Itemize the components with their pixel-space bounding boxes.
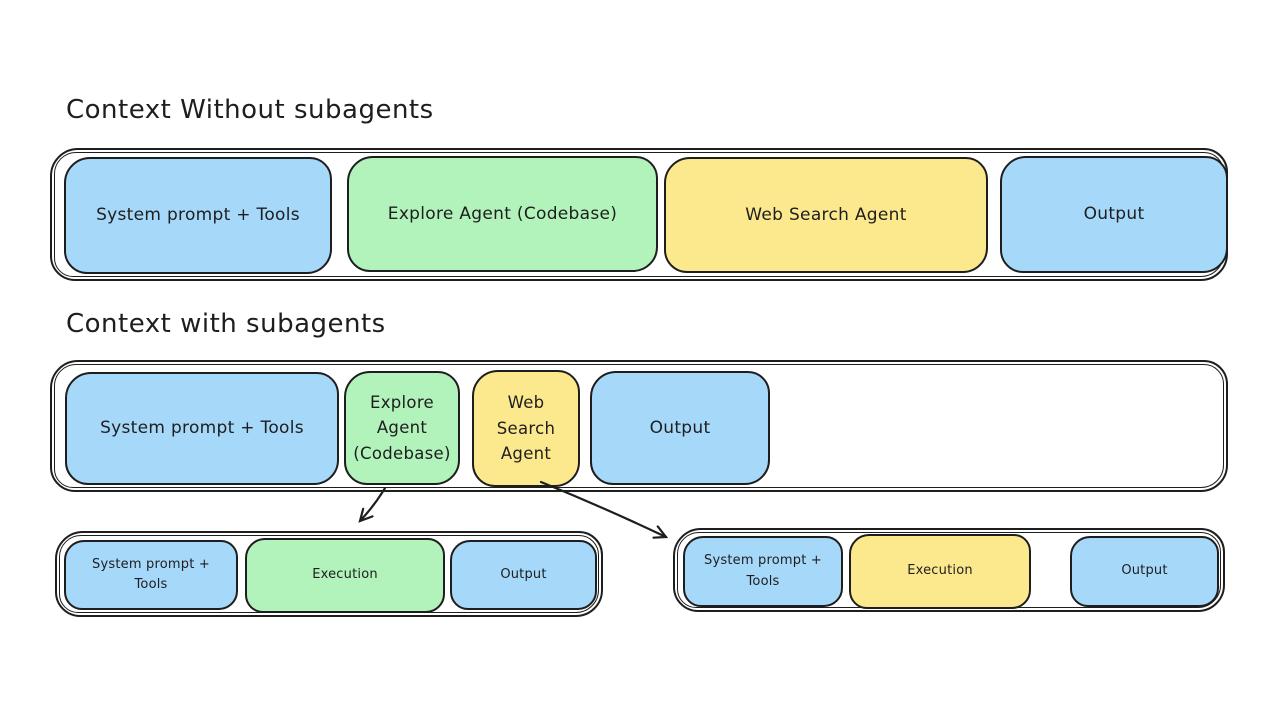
box-label: System prompt + Tools [704,553,822,589]
box-explore-agent: Explore Agent (Codebase) [347,156,658,272]
box-output: Output [590,371,770,485]
section-title-with-subagents: Context with subagents [66,309,386,339]
box-output: Output [1070,536,1219,607]
box-web-search-agent-compact: Web Search Agent [472,370,580,487]
box-system-prompt-tools: System prompt + Tools [64,157,332,274]
box-system-prompt-tools: System prompt + Tools [683,536,843,607]
box-label: Output [1083,204,1145,225]
box-label: Web Search Agent [745,204,907,225]
box-label: Output [649,417,711,438]
box-execution: Execution [849,534,1031,609]
box-explore-agent-compact: Explore Agent (Codebase) [344,371,460,485]
box-label: System prompt + Tools [92,556,210,592]
box-label: Explore Agent (Codebase) [387,203,618,224]
arrow-explore-to-context [360,486,387,521]
box-output: Output [1000,156,1228,273]
box-label: Execution [312,567,378,583]
box-execution: Execution [245,538,445,613]
box-label: Execution [907,563,973,579]
context-window-without-subagents: System prompt + Tools Explore Agent (Cod… [50,148,1228,281]
box-label: System prompt + Tools [100,418,304,439]
box-web-search-agent: Web Search Agent [664,157,988,273]
box-label: Explore Agent (Codebase) [353,392,451,463]
box-label: Web Search Agent [496,393,556,464]
box-label: Output [1121,563,1168,579]
context-window-with-subagents: System prompt + Tools Explore Agent (Cod… [50,360,1228,492]
box-label: Output [500,566,547,582]
section-title-without-subagents: Context Without subagents [66,95,434,125]
box-system-prompt-tools: System prompt + Tools [64,540,238,610]
box-label: System prompt + Tools [96,205,300,226]
box-output: Output [450,540,597,610]
box-system-prompt-tools: System prompt + Tools [65,372,339,485]
web-search-subagent-context-window: System prompt + Tools Execution Output [673,528,1225,612]
explore-subagent-context-window: System prompt + Tools Execution Output [55,531,603,617]
